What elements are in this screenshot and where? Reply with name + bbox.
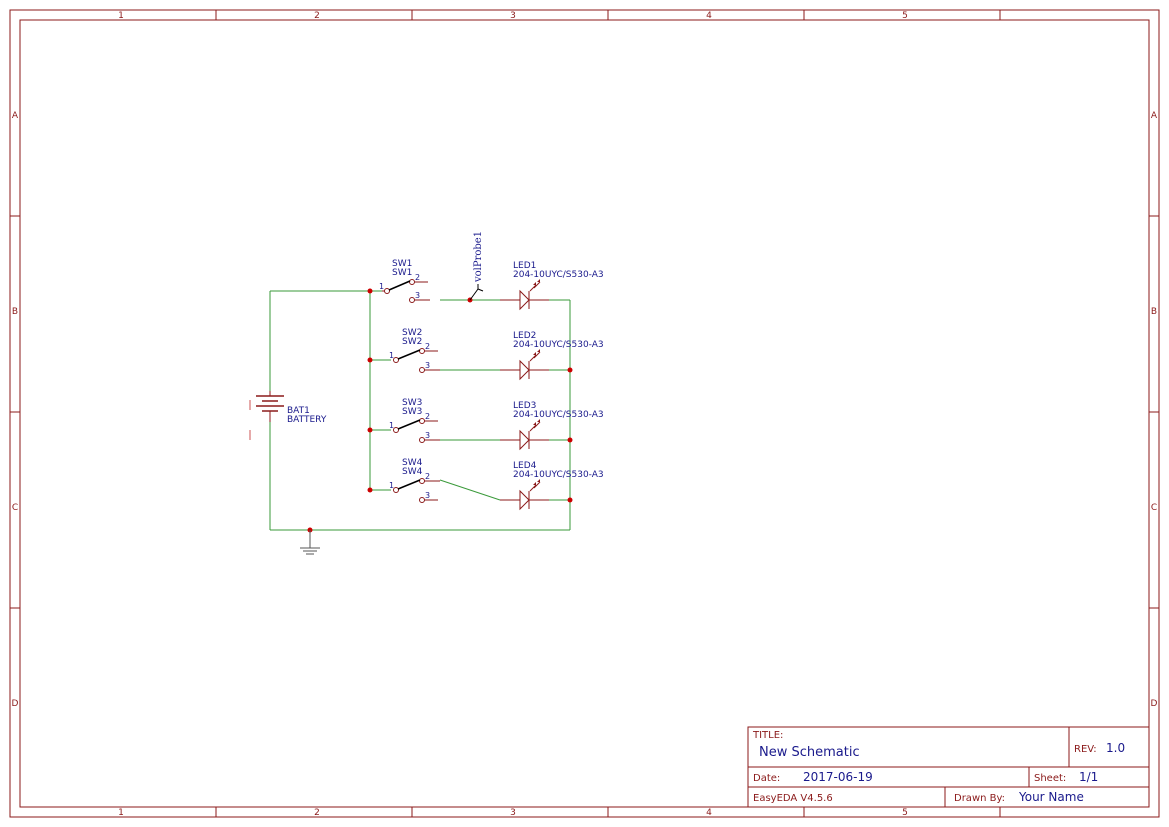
- junction-dot: [367, 487, 373, 493]
- led-led4[interactable]: LED4 204-10UYC/S530-A3: [500, 461, 604, 511]
- battery-value-label: BATTERY: [287, 415, 327, 425]
- frame-labels: 1 2 3 4 5 1 2 3 4 5 A B C D A B C D: [12, 11, 1158, 818]
- led3-ref-label: LED3: [513, 401, 536, 411]
- switch-sw2[interactable]: SW2 SW2 1 2 3: [389, 328, 440, 373]
- col-label-top-1: 1: [118, 11, 124, 21]
- sw4-pin-2: 2: [425, 472, 430, 481]
- sw4-ref-label: SW4: [402, 458, 423, 468]
- row-label-right-b: B: [1151, 307, 1157, 317]
- inner-border: [19, 19, 1150, 808]
- junction-dot: [567, 497, 573, 503]
- led-led3[interactable]: LED3 204-10UYC/S530-A3: [500, 401, 604, 451]
- sw1-pin-3: 3: [415, 291, 420, 300]
- junction-dot: [567, 437, 573, 443]
- sw2-value-label: SW2: [402, 337, 422, 347]
- sw1-pin-2: 2: [415, 273, 420, 282]
- sw2-ref-label: SW2: [402, 328, 422, 338]
- sw3-value-label: SW3: [402, 407, 422, 417]
- led1-ref-label: LED1: [513, 261, 536, 271]
- title-value: New Schematic: [759, 745, 860, 760]
- sw4-value-label: SW4: [402, 467, 423, 477]
- row-label-left-a: A: [12, 111, 19, 121]
- row-label-right-a: A: [1151, 111, 1158, 121]
- date-value: 2017-06-19: [803, 770, 873, 784]
- wires: [269, 290, 571, 531]
- col-label-top-3: 3: [510, 11, 516, 21]
- col-label-bottom-2: 2: [314, 808, 320, 818]
- sw3-pin-2: 2: [425, 412, 430, 421]
- junction-dot: [367, 427, 373, 433]
- junction-dot: [567, 367, 573, 373]
- col-label-bottom-3: 3: [510, 808, 516, 818]
- voltage-probe[interactable]: volProbe1: [469, 231, 484, 301]
- row-label-left-d: D: [12, 699, 19, 709]
- led3-value-label: 204-10UYC/S530-A3: [513, 410, 604, 420]
- sw2-pin-1: 1: [389, 351, 394, 360]
- row-label-right-c: C: [1151, 503, 1157, 513]
- row-label-right-d: D: [1151, 699, 1158, 709]
- sw1-value-label: SW1: [392, 268, 412, 278]
- sw4-pin-3: 3: [425, 491, 430, 500]
- sheet-value: 1/1: [1079, 770, 1098, 784]
- switch-sw1[interactable]: SW1 SW1 1 2 3: [379, 259, 430, 303]
- sw3-pin-1: 1: [389, 421, 394, 430]
- sw3-pin-3: 3: [425, 431, 430, 440]
- sw1-ref-label: SW1: [392, 259, 412, 269]
- rev-value: 1.0: [1106, 741, 1125, 755]
- led4-value-label: 204-10UYC/S530-A3: [513, 470, 604, 480]
- led2-ref-label: LED2: [513, 331, 536, 341]
- junctions: [307, 288, 573, 533]
- sw2-pin-3: 3: [425, 361, 430, 370]
- col-label-bottom-5: 5: [902, 808, 908, 818]
- battery-symbol[interactable]: BAT1 BATTERY: [249, 391, 327, 440]
- row-label-left-b: B: [12, 307, 18, 317]
- sw2-pin-2: 2: [425, 342, 430, 351]
- switch-sw4[interactable]: SW4 SW4 1 2 3: [389, 458, 440, 503]
- col-label-bottom-1: 1: [118, 808, 124, 818]
- led2-value-label: 204-10UYC/S530-A3: [513, 340, 604, 350]
- software-version: EasyEDA V4.5.6: [753, 793, 833, 804]
- col-label-top-2: 2: [314, 11, 320, 21]
- led-led1[interactable]: LED1 204-10UYC/S530-A3: [500, 261, 604, 311]
- sw1-pin-1: 1: [379, 282, 384, 291]
- title-block: TITLE: New Schematic REV: 1.0 Date: 2017…: [747, 726, 1150, 808]
- junction-dot: [367, 357, 373, 363]
- sw3-ref-label: SW3: [402, 398, 422, 408]
- sheet-label: Sheet:: [1034, 773, 1066, 784]
- junction-dot: [367, 288, 373, 294]
- led-led2[interactable]: LED2 204-10UYC/S530-A3: [500, 331, 604, 381]
- led4-ref-label: LED4: [513, 461, 537, 471]
- drawn-by-value: Your Name: [1018, 790, 1084, 804]
- drawn-by-label: Drawn By:: [954, 793, 1005, 804]
- rev-label: REV:: [1074, 744, 1097, 755]
- ground-symbol[interactable]: [300, 530, 320, 555]
- col-label-top-4: 4: [706, 11, 712, 21]
- col-label-top-5: 5: [902, 11, 908, 21]
- date-label: Date:: [753, 773, 780, 784]
- wire-sw4-out: [439, 479, 501, 501]
- drawing-frame: [9, 9, 1160, 818]
- sw4-pin-1: 1: [389, 481, 394, 490]
- outer-border: [9, 9, 1160, 818]
- led1-value-label: 204-10UYC/S530-A3: [513, 270, 604, 280]
- switch-sw3[interactable]: SW3 SW3 1 2 3: [389, 398, 440, 443]
- col-label-bottom-4: 4: [706, 808, 712, 818]
- probe-label: volProbe1: [473, 231, 484, 283]
- title-label: TITLE:: [752, 730, 783, 741]
- battery-ref-label: BAT1: [287, 406, 310, 416]
- row-label-left-c: C: [12, 503, 18, 513]
